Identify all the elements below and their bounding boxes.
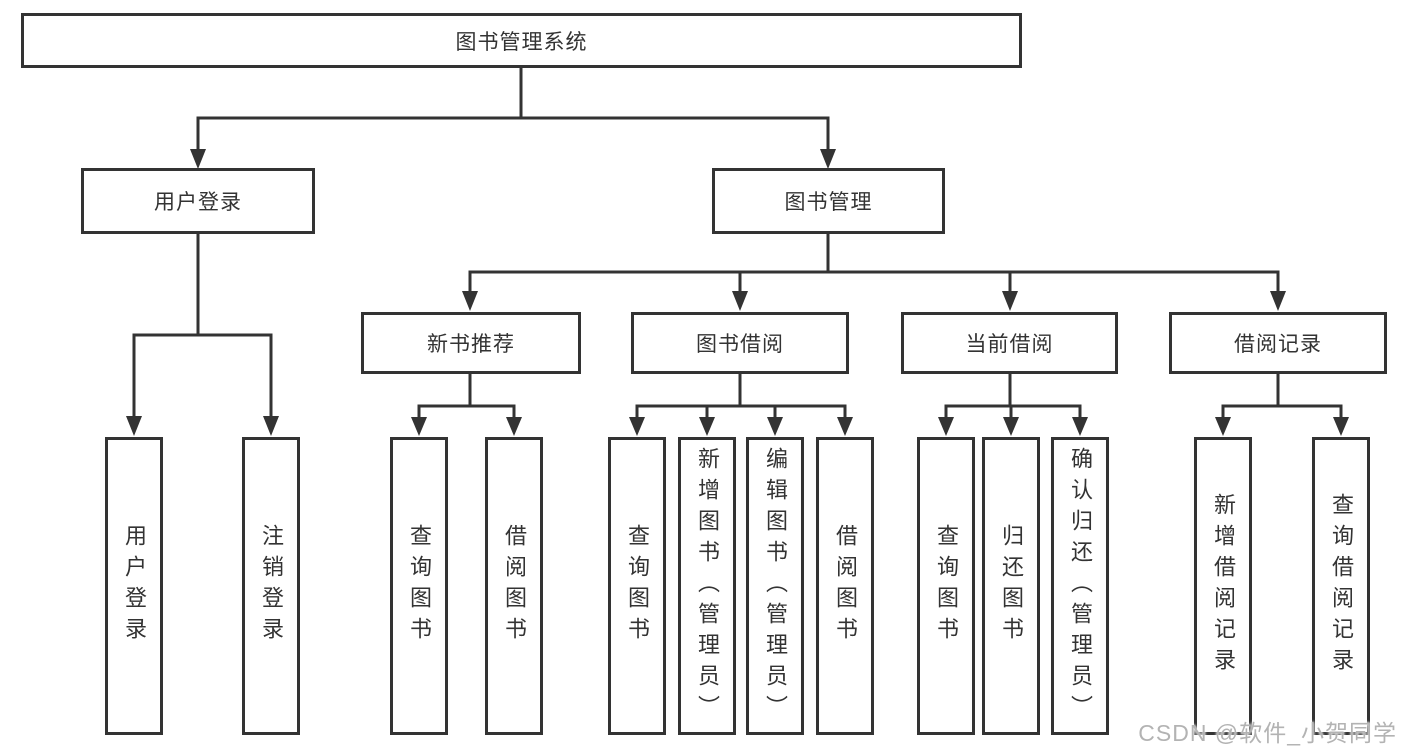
- leaf-recommend-borrow-book: 借阅图书: [485, 437, 543, 735]
- leaf-borrow-query-book-label: 查询图书: [625, 524, 650, 648]
- node-book-borrow: 图书借阅: [631, 312, 849, 374]
- leaf-current-query-book-label: 查询图书: [934, 524, 959, 648]
- leaf-current-query-book: 查询图书: [917, 437, 975, 735]
- leaf-user-login: 用户登录: [105, 437, 163, 735]
- leaf-record-query-record: 查询借阅记录: [1312, 437, 1370, 735]
- node-borrow-record: 借阅记录: [1169, 312, 1387, 374]
- node-current-borrow-label: 当前借阅: [965, 333, 1054, 356]
- node-new-book-recommend-label: 新书推荐: [427, 333, 515, 356]
- leaf-borrow-edit-book-admin: 编辑图书（管理员）: [746, 437, 804, 735]
- node-book-management: 图书管理: [712, 168, 945, 234]
- arrowhead-group: [126, 149, 1349, 436]
- leaf-borrow-edit-book-admin-label: 编辑图书（管理员）: [763, 446, 788, 726]
- leaf-current-return-book-label: 归还图书: [999, 524, 1024, 648]
- leaf-current-confirm-return-admin: 确认归还（管理员）: [1051, 437, 1109, 735]
- leaf-borrow-borrow-book: 借阅图书: [816, 437, 874, 735]
- node-book-management-label: 图书管理: [784, 191, 873, 214]
- leaf-recommend-borrow-book-label: 借阅图书: [502, 524, 527, 648]
- node-root-system-label: 图书管理系统: [455, 30, 588, 54]
- leaf-borrow-add-book-admin-label: 新增图书（管理员）: [695, 446, 720, 726]
- leaf-current-return-book: 归还图书: [982, 437, 1040, 735]
- leaf-borrow-query-book: 查询图书: [608, 437, 666, 735]
- leaf-record-add-record: 新增借阅记录: [1194, 437, 1252, 735]
- leaf-borrow-borrow-book-label: 借阅图书: [833, 524, 858, 648]
- leaf-logout-label: 注销登录: [259, 524, 284, 648]
- leaf-recommend-query-book-label: 查询图书: [407, 524, 432, 648]
- leaf-logout: 注销登录: [242, 437, 300, 735]
- connector-line-group: [132, 68, 1343, 419]
- leaf-recommend-query-book: 查询图书: [390, 437, 448, 735]
- node-root-system: 图书管理系统: [21, 13, 1022, 68]
- leaf-borrow-add-book-admin: 新增图书（管理员）: [678, 437, 736, 735]
- node-user-login: 用户登录: [81, 168, 315, 234]
- csdn-watermark: CSDN @软件_小贺同学: [1138, 720, 1397, 746]
- leaf-current-confirm-return-admin-label: 确认归还（管理员）: [1068, 446, 1093, 726]
- leaf-user-login-label: 用户登录: [122, 524, 147, 648]
- node-current-borrow: 当前借阅: [901, 312, 1118, 374]
- node-borrow-record-label: 借阅记录: [1234, 333, 1322, 356]
- leaf-record-add-record-label: 新增借阅记录: [1211, 493, 1236, 679]
- node-user-login-label: 用户登录: [154, 191, 242, 214]
- node-new-book-recommend: 新书推荐: [361, 312, 581, 374]
- node-book-borrow-label: 图书借阅: [696, 333, 784, 356]
- leaf-record-query-record-label: 查询借阅记录: [1329, 493, 1354, 679]
